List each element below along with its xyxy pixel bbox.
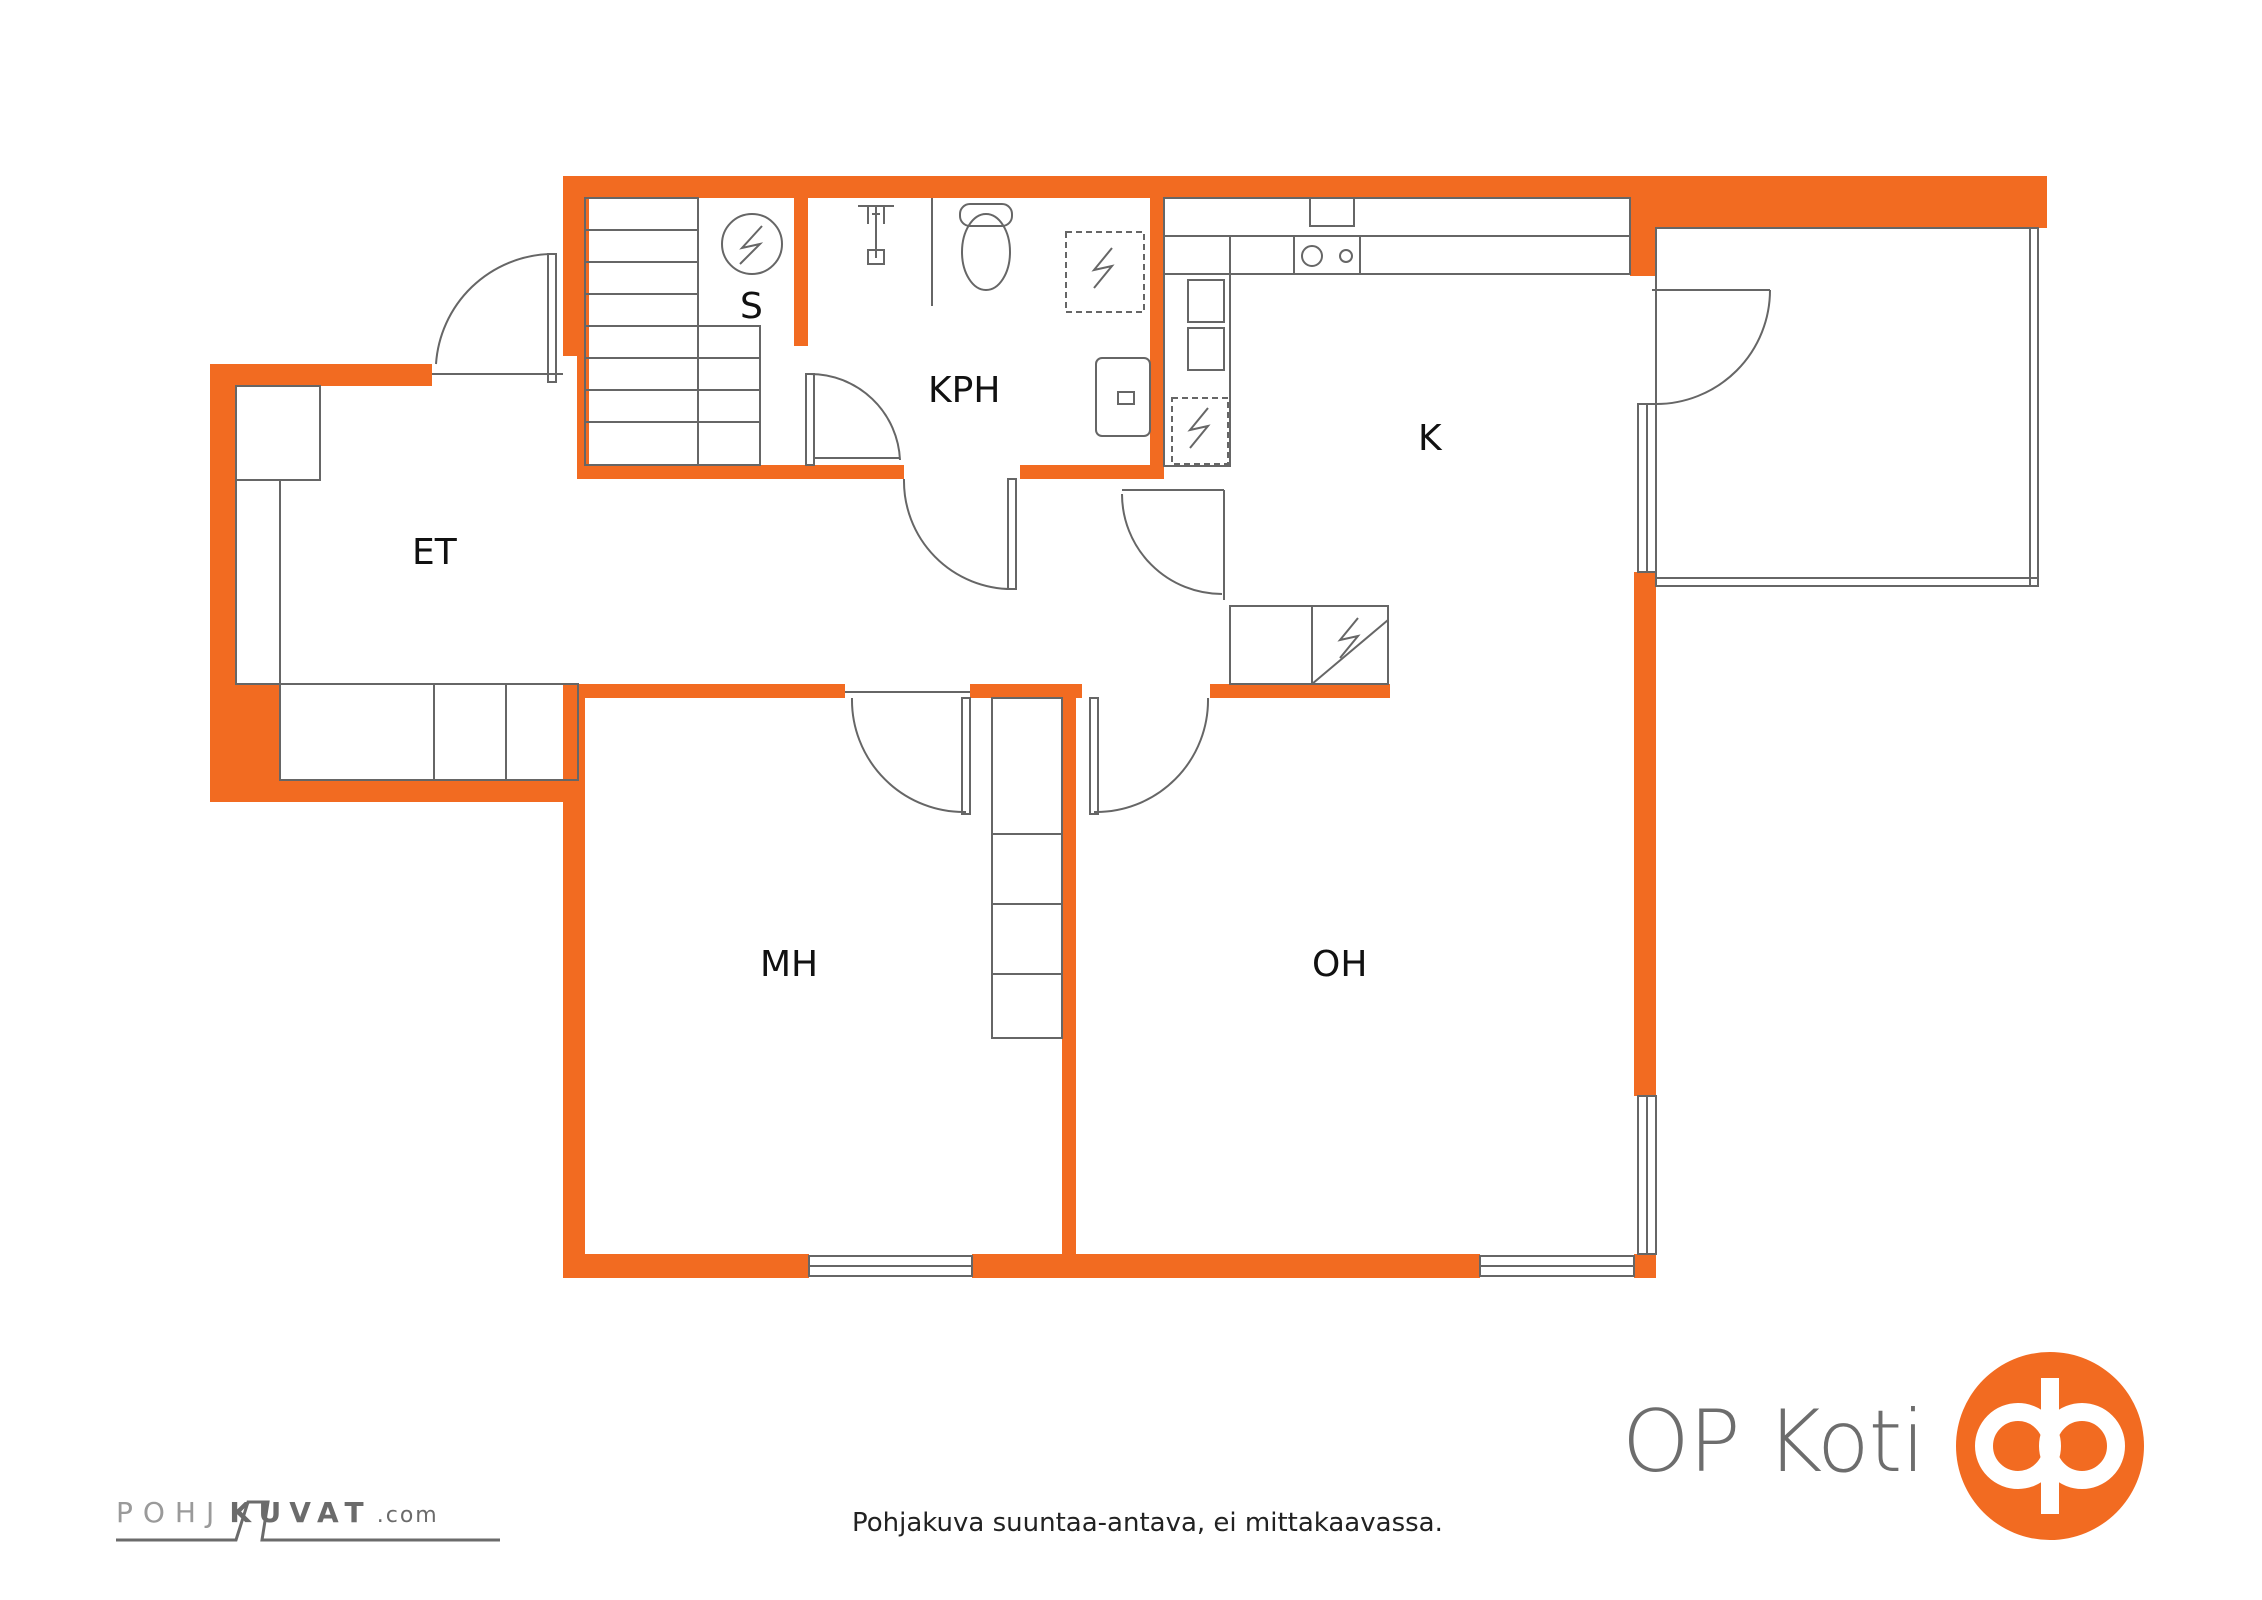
kitchen-counter-left (1163, 235, 1231, 467)
wall-top-right (1630, 176, 2047, 228)
wall-mh-oh (1062, 684, 1076, 1254)
wall-mh-left (563, 684, 585, 1278)
stove-icon (1293, 235, 1361, 275)
kph-sink-tap (1117, 391, 1135, 405)
shower-head-icon (858, 205, 894, 258)
oh-door-leaf (1089, 697, 1099, 815)
stair-lower (697, 325, 761, 466)
wall-et-top (210, 364, 432, 386)
oh-door-swing (1093, 697, 1210, 814)
wall-mh-top-a (565, 684, 845, 698)
k-closet-diag (1311, 619, 1389, 685)
burner (1339, 249, 1353, 263)
shower-drain (867, 249, 885, 265)
kitchen-sink-bowl (1187, 327, 1225, 371)
stove-bolt (739, 225, 764, 265)
k-closet-bolt (1337, 617, 1361, 659)
et-wardrobe-column (235, 479, 281, 685)
heater-bolt (1091, 247, 1115, 289)
entry-door-leaf (547, 253, 557, 383)
wall-oh-top (1210, 684, 1390, 698)
wall-kph-k (1150, 176, 1164, 476)
windows (808, 403, 1657, 1277)
watermark-tld: .com (376, 1503, 439, 1528)
wall-et-bottom (210, 780, 578, 802)
mh-door-swing (850, 697, 967, 814)
staircase (584, 197, 761, 466)
wall-mh-top-b (970, 684, 1082, 698)
et-wardrobe-left (235, 385, 321, 481)
sauna-door-swing (809, 372, 901, 461)
room-label-s: S (740, 286, 763, 327)
balcony-outline (1655, 227, 2039, 587)
wall-under-s (577, 465, 904, 479)
et-wardrobe-bottom (279, 683, 579, 781)
sauna-door-leaf (805, 373, 815, 466)
sauna-stove-icon (721, 213, 783, 275)
toilet-bowl-icon (961, 213, 1011, 291)
hood (1309, 197, 1355, 227)
entry-door-swing (435, 253, 551, 365)
toilet-tank (959, 203, 1013, 227)
room-label-mh: MH (760, 944, 818, 985)
balcony-door-swing (1655, 289, 1771, 405)
k-door-swing (1121, 493, 1223, 595)
wall-right-b (1634, 572, 1656, 1096)
fridge-bolt (1187, 407, 1211, 449)
brand-name: OP Koti (1622, 1392, 1925, 1492)
water-heater (1065, 231, 1145, 313)
kph-door-leaf (1007, 478, 1017, 590)
kph-sink (1095, 357, 1151, 437)
kph-door-swing (902, 478, 1013, 590)
room-label-et: ET (412, 532, 458, 573)
mh-door-leaf (961, 697, 971, 815)
kitchen-sink-icon (1187, 279, 1225, 323)
mh-wardrobe (991, 697, 1063, 1039)
watermark: POHJ KUVAT .com (116, 1496, 439, 1529)
disclaimer-note: Pohjakuva suuntaa-antava, ei mittakaavas… (852, 1508, 1443, 1538)
plan-lines (235, 197, 2039, 1277)
wall-right-a (1634, 176, 1656, 276)
wall-s-kph (794, 176, 808, 346)
wall-under-kph (1020, 465, 1164, 479)
wall-bottom-a (563, 1254, 809, 1278)
walls (210, 176, 2047, 1278)
room-label-kph: KPH (928, 370, 1000, 411)
room-label-oh: OH (1312, 944, 1367, 985)
burner (1301, 245, 1323, 267)
op-logo-stem (2041, 1378, 2059, 1514)
watermark-outline-icon (116, 1500, 500, 1542)
k-closet (1229, 605, 1389, 685)
op-logo (1956, 1352, 2144, 1540)
wall-bottom-b (972, 1254, 1480, 1278)
room-label-k: K (1418, 418, 1443, 459)
watermark-left: POHJ (116, 1496, 225, 1529)
wall-bottom-c (1634, 1254, 1656, 1278)
fridge-dashed (1171, 397, 1229, 465)
watermark-right: KUVAT (229, 1496, 372, 1529)
stair-outline (584, 197, 699, 466)
